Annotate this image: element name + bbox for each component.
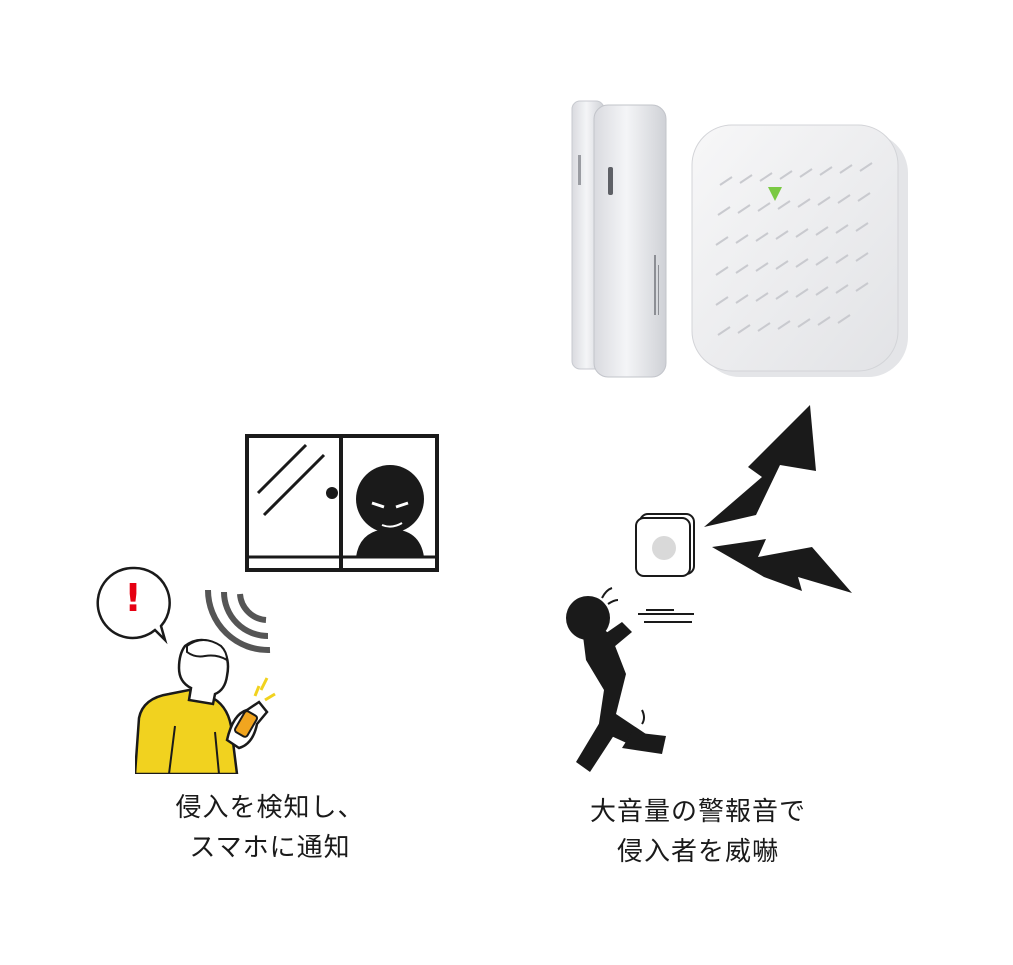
intruder-silhouette [326, 465, 424, 557]
signal-waves-icon [205, 589, 271, 654]
man-with-phone-illustration [135, 638, 276, 774]
product-devices [571, 100, 908, 378]
scared-intruder-illustration [566, 587, 694, 772]
right-caption-line2: 侵入者を威嚇 [616, 837, 779, 867]
left-caption-line1: 侵入を検知し、 [175, 793, 365, 823]
right-caption-line1: 大音量の警報音で [589, 797, 806, 827]
alert-speech-bubble: ! [96, 566, 171, 645]
left-caption-line2: スマホに通知 [189, 833, 351, 863]
alert-exclamation: ! [124, 576, 142, 620]
right-caption: 大音量の警報音で 侵入者を威嚇 [548, 792, 848, 872]
window-intruder-illustration [245, 434, 439, 572]
siren-hub [691, 124, 908, 377]
brand-logo-icon [768, 187, 782, 201]
siren-device-icon [635, 513, 695, 577]
lightning-bolts-icon [704, 405, 852, 593]
left-caption: 侵入を検知し、 スマホに通知 [110, 788, 430, 868]
phone-icon [234, 710, 258, 738]
door-sensor-body [593, 104, 667, 378]
